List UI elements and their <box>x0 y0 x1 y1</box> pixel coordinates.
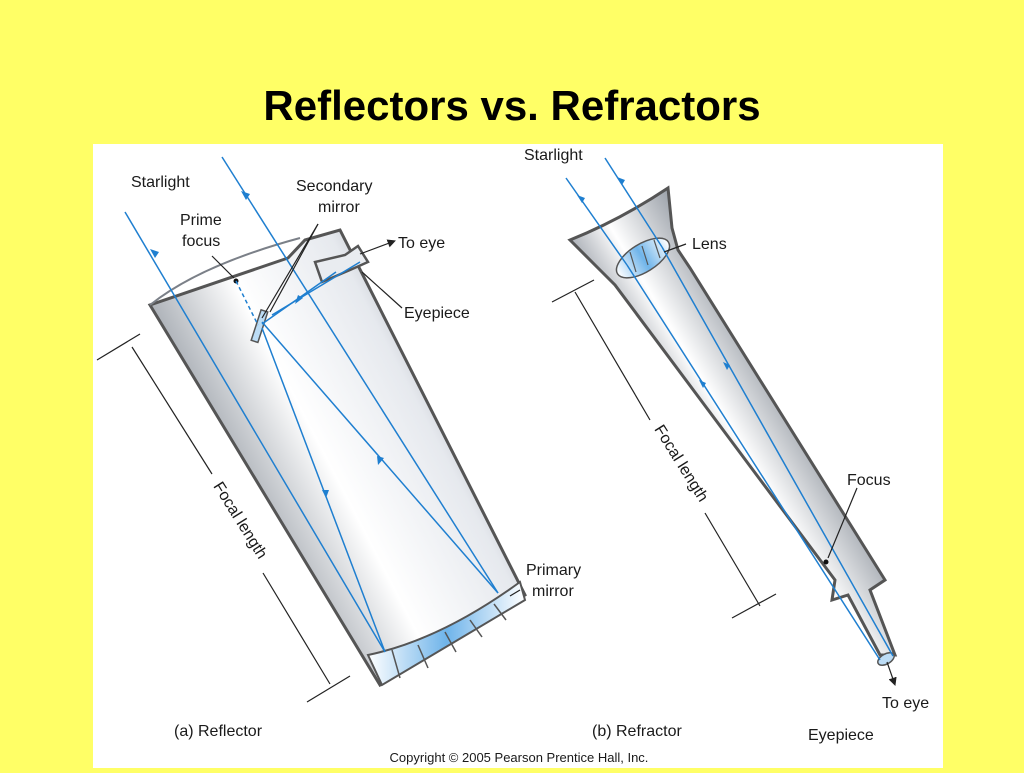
refractor-to-eye-label: To eye <box>882 695 929 712</box>
lens-label: Lens <box>692 236 727 253</box>
reflector-to-eye-label: To eye <box>398 235 445 252</box>
telescope-diagram: Starlight Prime focus Secondary mirror T… <box>96 147 929 765</box>
prime-focus-label-line1: Prime <box>180 212 222 229</box>
reflector-starlight-label: Starlight <box>131 174 190 191</box>
refractor-starlight-label: Starlight <box>524 147 583 164</box>
reflector-diagram: Starlight Prime focus Secondary mirror T… <box>96 156 581 740</box>
reflector-tube <box>147 228 527 688</box>
reflector-caption: (a) Reflector <box>174 723 263 740</box>
figure-panel: Starlight Prime focus Secondary mirror T… <box>93 144 943 768</box>
reflector-focal-length-label: Focal length <box>210 479 271 562</box>
secondary-mirror-label-line2: mirror <box>318 199 360 216</box>
primary-mirror-label-line1: Primary <box>526 562 581 579</box>
refractor-eyepiece <box>877 652 895 666</box>
refractor-tube <box>567 185 898 657</box>
refractor-focal-length-label: Focal length <box>651 422 712 505</box>
secondary-mirror <box>250 308 269 344</box>
focus-label: Focus <box>847 472 891 489</box>
prime-focus-label-line2: focus <box>182 233 220 250</box>
refractor-caption: (b) Refractor <box>592 723 682 740</box>
refractor-diagram: Starlight Lens Focal length Focus To eye… <box>524 147 929 744</box>
refractor-eyepiece-label: Eyepiece <box>808 727 874 744</box>
focus-point <box>823 559 829 565</box>
primary-mirror-label-line2: mirror <box>532 583 574 600</box>
refractor-light-rays <box>565 157 894 661</box>
reflector-eyepiece-label: Eyepiece <box>404 305 470 322</box>
secondary-mirror-label-line1: Secondary <box>296 178 373 195</box>
copyright-notice: Copyright © 2005 Pearson Prentice Hall, … <box>390 750 649 765</box>
slide-title: Reflectors vs. Refractors <box>263 82 761 129</box>
